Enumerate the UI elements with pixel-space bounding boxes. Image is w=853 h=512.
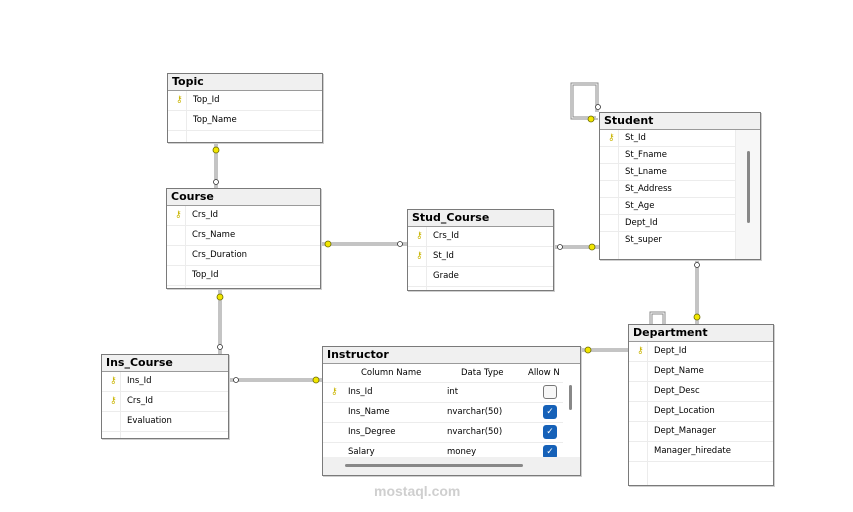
table-row[interactable]: Manager_hiredate	[629, 442, 773, 462]
table-row[interactable]: ⚷Dept_Id	[629, 342, 773, 362]
rel-student-self	[570, 82, 599, 120]
column-header-row: Column Name Data Type Allow N	[323, 364, 563, 383]
table-row[interactable]: ⚷Ins_Id	[102, 372, 228, 392]
horizontal-scrollbar[interactable]	[345, 464, 523, 467]
vertical-scrollbar[interactable]	[747, 151, 750, 223]
rel-course-studcourse	[321, 242, 407, 246]
table-row[interactable]: Dept_Id	[600, 215, 736, 232]
table-title: Course	[167, 189, 320, 206]
check-icon[interactable]: ✓	[543, 445, 557, 459]
table-row[interactable]: ⚷St_Id	[408, 247, 553, 267]
table-row[interactable]: St_Address	[600, 181, 736, 198]
table-topic[interactable]: Topic ⚷Top_Id Top_Name	[167, 73, 323, 143]
table-ins-course[interactable]: Ins_Course ⚷Ins_Id ⚷Crs_Id Evaluation	[101, 354, 229, 439]
table-row[interactable]: Dept_Manager	[629, 422, 773, 442]
key-icon: ⚷	[637, 346, 644, 356]
table-row[interactable]: St_Lname	[600, 164, 736, 181]
rel-inscourse-instructor	[229, 378, 322, 382]
vertical-scrollbar[interactable]	[569, 385, 572, 410]
check-icon[interactable]: ✓	[543, 425, 557, 439]
table-row[interactable]: Dept_Location	[629, 402, 773, 422]
table-row[interactable]: Dept_Name	[629, 362, 773, 382]
table-title: Instructor	[323, 347, 580, 364]
table-student[interactable]: Student ⚷St_Id St_Fname St_Lname St_Addr…	[599, 112, 761, 260]
allow-null-checkbox[interactable]	[543, 385, 557, 399]
table-row[interactable]: Dept_Desc	[629, 382, 773, 402]
table-stud-course[interactable]: Stud_Course ⚷Crs_Id ⚷St_Id Grade	[407, 209, 554, 291]
table-title: Student	[600, 113, 760, 130]
table-row[interactable]: Top_Name	[168, 111, 322, 131]
table-course[interactable]: Course ⚷Crs_Id Crs_Name Crs_Duration Top…	[166, 188, 321, 289]
table-title: Topic	[168, 74, 322, 91]
table-department[interactable]: Department ⚷Dept_Id Dept_Name Dept_Desc …	[628, 324, 774, 486]
table-instructor[interactable]: Instructor Column Name Data Type Allow N…	[322, 346, 581, 476]
table-row[interactable]: ⚷Crs_Id	[408, 227, 553, 247]
key-icon: ⚷	[416, 251, 423, 261]
table-row[interactable]: St_Age	[600, 198, 736, 215]
table-title: Department	[629, 325, 773, 342]
table-row[interactable]: St_super	[625, 235, 662, 245]
table-row[interactable]: Top_Id	[167, 266, 320, 286]
table-title: Stud_Course	[408, 210, 553, 227]
table-row[interactable]: Crs_Name	[167, 226, 320, 246]
key-icon: ⚷	[331, 387, 338, 397]
table-row[interactable]: St_Fname	[600, 147, 736, 164]
table-row[interactable]: Evaluation	[102, 412, 228, 432]
key-icon: ⚷	[608, 133, 615, 143]
rel-department-self	[649, 311, 666, 324]
check-icon[interactable]: ✓	[543, 405, 557, 419]
table-row[interactable]: Crs_Duration	[167, 246, 320, 266]
key-icon: ⚷	[110, 376, 117, 386]
key-icon: ⚷	[175, 210, 182, 220]
header-column-name: Column Name	[361, 368, 422, 378]
table-row[interactable]: ⚷Top_Id	[168, 91, 322, 111]
table-row[interactable]: ⚷Crs_Id	[167, 206, 320, 226]
key-icon: ⚷	[416, 231, 423, 241]
table-row[interactable]: ⚷St_Id	[600, 130, 736, 147]
table-title: Ins_Course	[102, 355, 228, 372]
rel-student-department	[695, 260, 699, 324]
key-icon: ⚷	[176, 95, 183, 105]
table-row[interactable]: Grade	[408, 267, 553, 287]
header-allow-nulls: Allow N	[528, 368, 560, 378]
header-data-type: Data Type	[461, 368, 504, 378]
key-icon: ⚷	[110, 396, 117, 406]
table-row[interactable]: ⚷Crs_Id	[102, 392, 228, 412]
watermark: mostaql.com	[374, 483, 461, 499]
